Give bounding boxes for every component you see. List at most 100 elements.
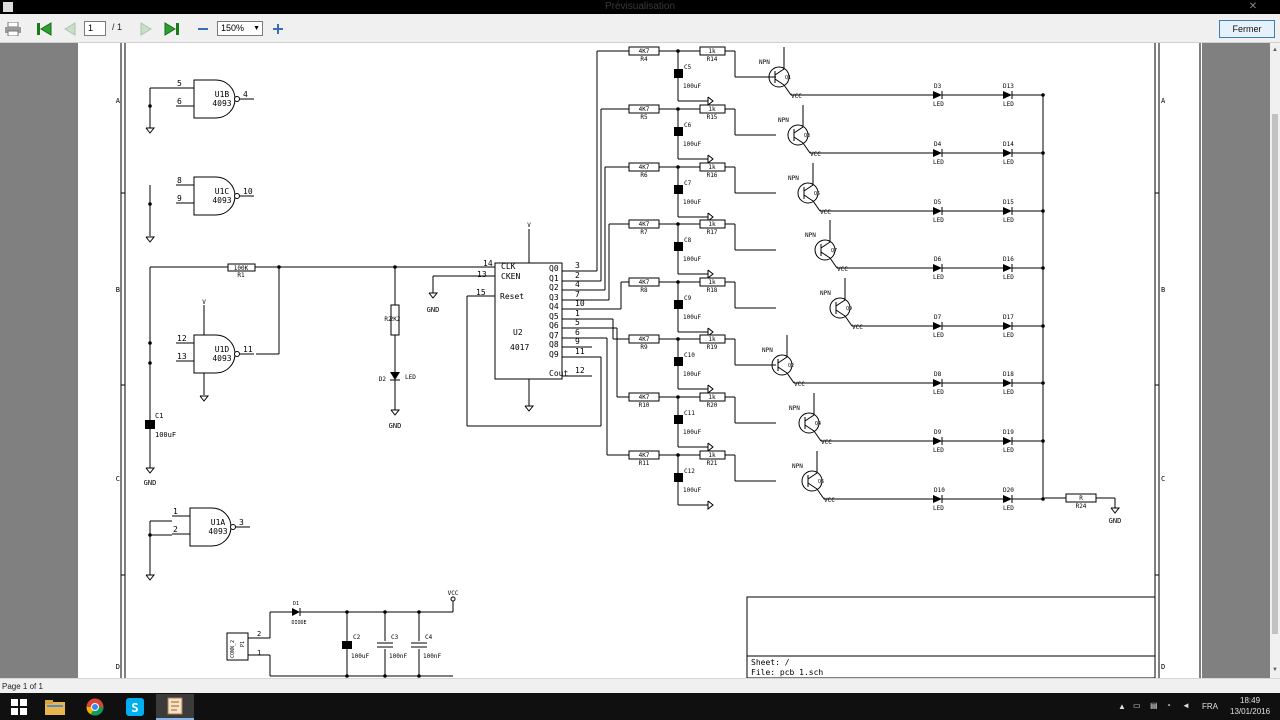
collector-resistor-value: 1k [708, 279, 716, 286]
led-b-ref: D19 [1003, 429, 1014, 436]
tray-overflow-icon[interactable]: ▲ [1118, 702, 1126, 711]
taskbar-kicad[interactable] [156, 694, 194, 720]
led-b-ref: D15 [1003, 199, 1014, 206]
minus-icon [198, 27, 208, 30]
border-row-label: D [116, 663, 120, 671]
zoom-select[interactable]: 150% ▼ [217, 21, 263, 36]
zoom-out-button[interactable] [193, 19, 213, 38]
counter-output-num: 3 [575, 261, 580, 270]
tray-language[interactable]: FRA [1202, 702, 1218, 711]
gate-pin-num: 11 [243, 345, 253, 354]
tray-volume-icon[interactable]: ◄ [1182, 701, 1190, 710]
led-b [1003, 207, 1012, 215]
led-b-value: LED [1003, 505, 1014, 512]
capacitor [674, 473, 683, 482]
windows-taskbar: S ▲ ▭ ▤ ◔ ◄ FRA 18:49 13/01/2016 [0, 693, 1280, 720]
counter-pin-name: CLK [501, 262, 516, 271]
vertical-scrollbar[interactable]: ▲ ▼ [1270, 43, 1280, 678]
taskbar-chrome[interactable] [76, 694, 114, 720]
border-row-label: C [1161, 475, 1165, 483]
led-b [1003, 437, 1012, 445]
window-close-button[interactable]: ✕ [1248, 1, 1258, 12]
gate-pin-num: 10 [243, 187, 253, 196]
tray-wifi-icon[interactable]: ◔ [1166, 701, 1171, 710]
counter-output-name: Q4 [549, 302, 559, 311]
chrome-icon [86, 698, 104, 716]
title-block-file: File: pcb 1.sch [751, 668, 823, 677]
capacitor-value: 100uF [683, 314, 701, 321]
tray-network-icon[interactable]: ▭ [1133, 701, 1141, 710]
led-a-value: LED [933, 217, 944, 224]
led-b-value: LED [1003, 332, 1014, 339]
led-b-ref: D18 [1003, 371, 1014, 378]
npn-label: NPN [778, 117, 789, 124]
scrollbar-thumb[interactable] [1272, 114, 1278, 634]
wire [802, 142, 811, 154]
led-b-ref: D14 [1003, 141, 1014, 148]
zoom-value: 150% [221, 23, 245, 33]
print-button[interactable] [3, 19, 23, 38]
led-a-value: LED [933, 332, 944, 339]
collector-resistor-ref: R15 [707, 114, 718, 121]
counter-output-name: Q5 [549, 312, 559, 321]
wire [813, 430, 822, 442]
led-a-ref: D4 [934, 141, 942, 148]
scroll-up-arrow-icon[interactable]: ▲ [1272, 47, 1278, 53]
status-bar: Page 1 of 1 [0, 678, 1280, 693]
base-resistor-value: 4K7 [639, 48, 650, 55]
vcc-label: VCC [852, 324, 863, 331]
first-page-button[interactable] [34, 19, 54, 38]
zoom-in-button[interactable] [268, 19, 288, 38]
connector-ref: P1 [240, 641, 246, 647]
gnd-label: GND [144, 479, 157, 487]
transistor-ref: Q5 [814, 191, 820, 197]
base-resistor-ref: R4 [640, 56, 648, 63]
preview-toolbar: 1 / 1 150% ▼ Fermer [0, 14, 1280, 43]
npn-transistor [787, 124, 809, 146]
counter-output-num: 2 [575, 271, 580, 280]
wire [835, 309, 846, 317]
tray-time[interactable]: 18:49 [1240, 696, 1261, 705]
current-page-input[interactable]: 1 [84, 21, 106, 36]
r1-value: 100K [234, 265, 249, 272]
close-preview-button[interactable]: Fermer [1219, 20, 1275, 38]
last-page-button[interactable] [162, 19, 182, 38]
next-page-button[interactable] [137, 19, 157, 38]
wire [835, 299, 846, 307]
start-button[interactable] [0, 694, 38, 720]
taskbar-file-explorer[interactable] [36, 694, 74, 720]
taskbar-skype[interactable]: S [116, 694, 154, 720]
wire [820, 241, 831, 249]
previous-page-button[interactable] [59, 19, 79, 38]
kicad-icon [167, 697, 183, 715]
vcc-label: VCC [820, 209, 831, 216]
connector-pin-num: 2 [257, 630, 261, 638]
led-a [933, 322, 942, 330]
collector-resistor-ref: R14 [707, 56, 718, 63]
led-a [933, 207, 942, 215]
collector-resistor-ref: R21 [707, 460, 718, 467]
base-resistor-value: 4K7 [639, 394, 650, 401]
base-resistor-ref: R9 [640, 344, 648, 351]
d2-ref: D2 [379, 376, 387, 383]
gate-ref: U1B [215, 90, 230, 99]
gate-ref: U1C [215, 187, 230, 196]
connector-pin-num: 1 [257, 649, 261, 657]
tray-date[interactable]: 13/01/2016 [1230, 707, 1271, 716]
border-row-label: D [1161, 663, 1165, 671]
ground-symbol [707, 327, 714, 338]
capacitor-c1 [145, 420, 155, 429]
scroll-down-arrow-icon[interactable]: ▼ [1272, 667, 1278, 673]
diode-d1 [292, 608, 300, 616]
counter-output-num: 4 [575, 280, 580, 289]
gate-pin-num: 9 [177, 194, 182, 203]
tray-action-center-icon[interactable]: ▤ [1150, 701, 1158, 710]
vcc-label: VCC [791, 93, 802, 100]
windows-logo-icon [11, 699, 27, 715]
wire [820, 251, 831, 259]
vcc-label: VCC [824, 497, 835, 504]
wire [783, 84, 792, 96]
gate-value: 4093 [212, 99, 231, 108]
